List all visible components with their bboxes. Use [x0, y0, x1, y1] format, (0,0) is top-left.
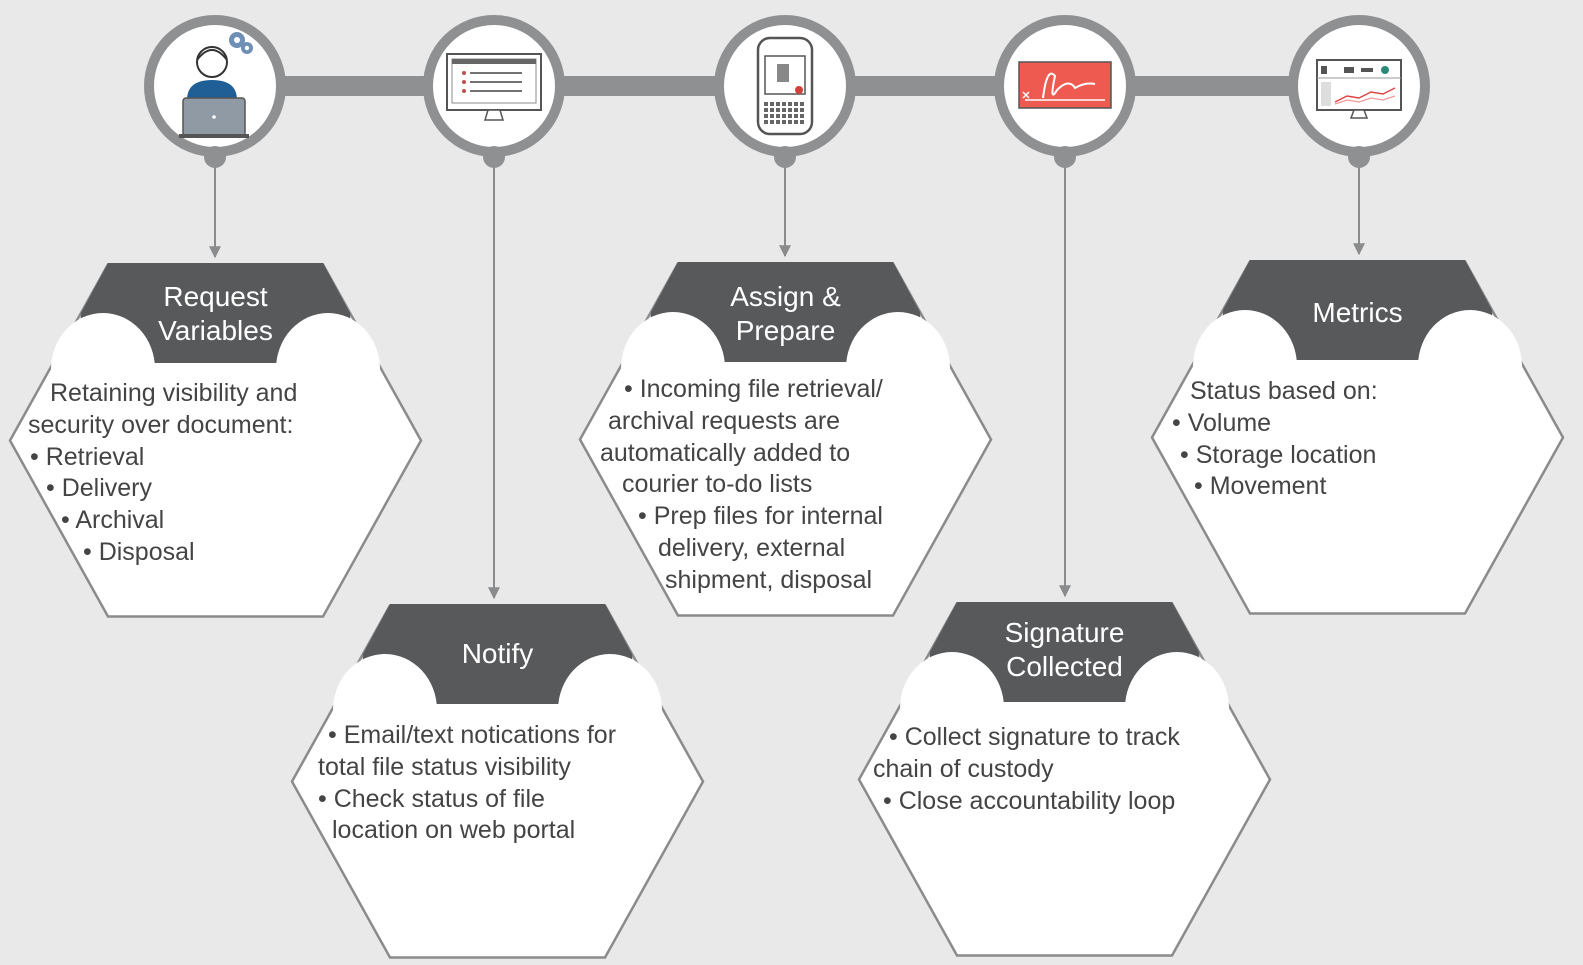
body-line: • Collect signature to track — [889, 723, 1180, 751]
body-line: Retaining visibility and — [50, 379, 298, 407]
step-body-notify: • Email/text notications for total file s… — [318, 720, 616, 847]
monitor-list-icon — [423, 15, 565, 168]
step-card-assign — [578, 262, 993, 617]
title-line: Request — [163, 281, 268, 312]
body-line: chain of custody — [873, 754, 1054, 783]
title-line: Variables — [158, 315, 273, 346]
title-line: Metrics — [1312, 297, 1403, 328]
step-card-metrics — [1150, 260, 1565, 615]
body-line: • Retrieval — [30, 442, 145, 471]
step-title-assign: Assign &Prepare — [578, 280, 993, 348]
body-line: • Email/text notications for — [328, 721, 617, 749]
dashboard-monitor-icon — [1288, 15, 1430, 168]
body-line: • Disposal — [83, 537, 195, 566]
body-line: • Check status of file — [318, 784, 545, 813]
title-tab — [333, 604, 662, 766]
body-line: location on web portal — [332, 816, 576, 845]
body-line: • Storage location — [1180, 440, 1377, 469]
body-line: delivery, external — [658, 533, 846, 562]
signature-card-icon — [994, 15, 1136, 168]
body-line: security over document: — [28, 410, 294, 439]
body-line: Status based on: — [1190, 377, 1378, 405]
step-body-request: Retaining visibility and security over do… — [28, 378, 297, 569]
title-tab — [1193, 260, 1522, 422]
title-line: Signature — [1004, 617, 1125, 648]
title-line: Prepare — [735, 315, 836, 346]
body-line: • Incoming file retrieval/ — [624, 375, 883, 403]
body-line: courier to-do lists — [622, 470, 813, 499]
title-line: Assign & — [730, 281, 841, 312]
body-line: • Prep files for internal — [638, 502, 883, 531]
body-line: • Volume — [1172, 408, 1272, 437]
body-line: • Delivery — [46, 474, 152, 503]
body-line: shipment, disposal — [665, 565, 873, 594]
title-line: Notify — [461, 638, 534, 669]
step-card-signature — [857, 602, 1272, 957]
icon-layer — [144, 15, 1430, 168]
step-title-notify: Notify — [290, 637, 705, 671]
body-line: archival requests are — [608, 406, 841, 435]
step-body-metrics: Status based on: • Volume • Storage locati… — [1172, 376, 1378, 503]
body-line: • Close accountability loop — [883, 786, 1176, 815]
smartphone-alert-icon — [714, 15, 856, 168]
body-line: automatically added to — [600, 438, 851, 467]
title-tab — [51, 263, 380, 425]
body-line: total file status visibility — [318, 752, 571, 781]
user-laptop-gears-icon — [144, 15, 286, 168]
body-line: • Archival — [61, 506, 165, 535]
title-line: Collected — [1006, 651, 1123, 682]
title-tab — [900, 602, 1229, 764]
step-body-signature: • Collect signature to track chain of cus… — [873, 722, 1180, 817]
body-line: • Movement — [1194, 472, 1327, 501]
step-card-notify — [290, 604, 705, 959]
step-card-request — [8, 263, 423, 618]
step-body-assign: • Incoming file retrieval/archival reque… — [600, 374, 883, 597]
title-tab — [621, 262, 950, 424]
step-title-metrics: Metrics — [1150, 296, 1565, 330]
